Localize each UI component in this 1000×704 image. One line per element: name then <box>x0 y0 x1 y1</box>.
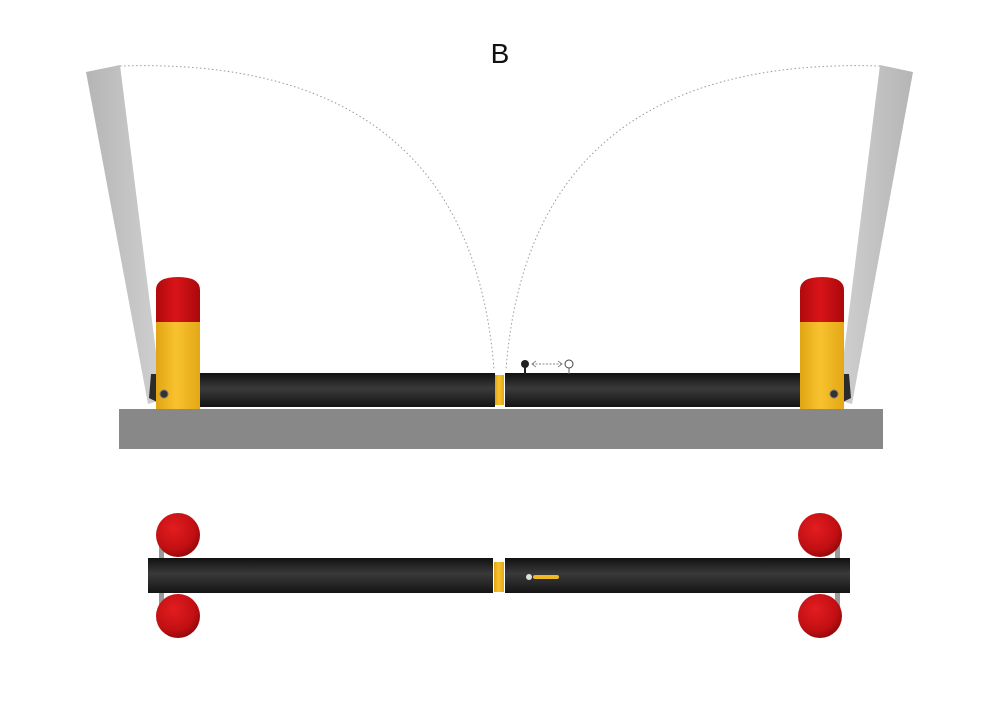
left-post-cap <box>156 277 200 322</box>
sliding-arrow-icon <box>531 359 574 374</box>
left-top-cap <box>156 513 200 557</box>
right-hinge-bracket <box>843 374 851 402</box>
bolt-icon <box>829 389 839 399</box>
lock-latch-icon <box>521 360 529 374</box>
right-swing-path <box>505 65 881 371</box>
plan-center-joint <box>494 562 504 592</box>
right-post-cap <box>800 277 844 322</box>
left-barrier-bar <box>198 373 495 407</box>
right-raised-arm <box>838 65 913 404</box>
left-raised-arm <box>86 65 162 404</box>
left-swing-path <box>119 65 495 371</box>
diagram-label: B <box>490 38 510 69</box>
bolt-icon <box>159 389 169 399</box>
left-bottom-cap <box>156 594 200 638</box>
right-plan-bar <box>505 558 850 593</box>
top-plan-view <box>148 513 850 638</box>
left-hinge-bracket <box>149 374 157 402</box>
center-joint <box>495 375 504 405</box>
left-plan-bar <box>148 558 493 593</box>
latch-indicator-slot <box>533 575 559 579</box>
side-elevation-view <box>86 65 913 449</box>
right-top-cap <box>798 513 842 557</box>
right-bottom-cap <box>798 594 842 638</box>
ground-base <box>119 409 883 449</box>
latch-indicator-dot <box>526 574 532 580</box>
right-barrier-bar <box>505 373 802 407</box>
